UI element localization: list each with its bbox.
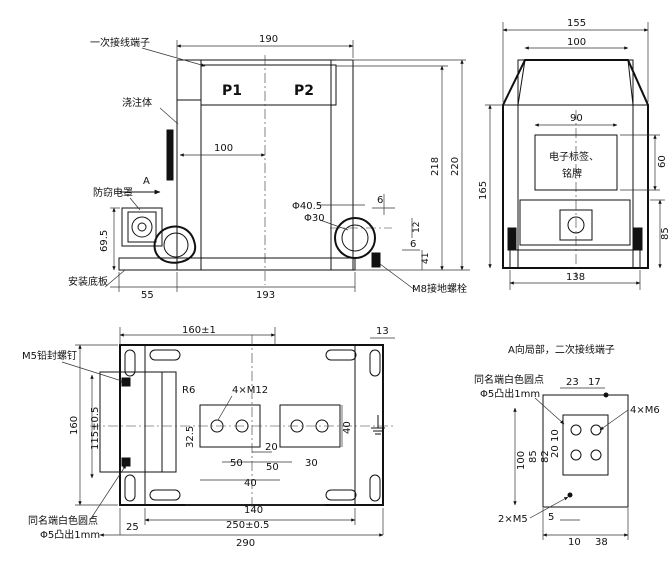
dim-side-100: 100: [567, 37, 586, 48]
side-body-outline: [502, 59, 649, 269]
dim-d10b: 10: [568, 537, 581, 548]
dim-4xm12: 4×M12: [232, 385, 268, 396]
dim-193: 193: [256, 290, 275, 301]
dim-d82: 82: [540, 450, 551, 463]
dim-25: 25: [126, 522, 139, 533]
detail-m6: 4×M6: [630, 405, 660, 416]
dim-50-circle: 50: [230, 458, 243, 469]
detail-title: A向局部，二次接线端子: [508, 343, 615, 356]
detail-m5: 2×M5: [498, 514, 528, 525]
label-view-a: A: [143, 176, 150, 187]
dim-50: 50: [266, 462, 279, 473]
dim-r6: R6: [182, 385, 195, 396]
dim-69-5: 69.5: [99, 230, 110, 252]
dim-d5: 5: [548, 512, 554, 523]
label-white-dot-spec: Φ5凸出1mm: [40, 528, 100, 541]
dim-138: 138: [566, 272, 585, 283]
dim-220: 220: [450, 157, 461, 176]
dim-190: 190: [259, 34, 278, 45]
dim-6: 6: [377, 195, 383, 206]
dim-d100: 100: [516, 451, 527, 470]
dim-140: 140: [244, 505, 263, 516]
guard-cover-shape: [121, 207, 163, 247]
dim-55: 55: [141, 290, 154, 301]
nameplate-line2: 铭牌: [562, 167, 582, 180]
front-view: P1 P2 190 100 218 220: [68, 34, 470, 301]
plan-left-box: [99, 371, 163, 473]
dim-d10: 10: [550, 429, 561, 442]
dim-155: 155: [567, 18, 586, 29]
dim-218: 218: [430, 157, 441, 176]
dim-40-vert: 40: [342, 421, 353, 434]
plan-view: 160±1 13 R6 4×M12 160 115±0.5 32.5 20 50…: [22, 325, 395, 549]
dim-290: 290: [236, 538, 255, 549]
dim-90: 90: [570, 113, 583, 124]
left-clamp: [153, 225, 197, 264]
dim-d85: 85: [528, 450, 539, 463]
label-white-dot: 同名端白色圆点: [28, 514, 98, 527]
side-view: 电子标签、 铭牌 155 100 90 60 165 85 138: [478, 18, 671, 290]
dim-85: 85: [660, 227, 671, 240]
dim-12: 12: [412, 222, 422, 233]
side-stud: [166, 129, 174, 181]
dim-20: 20: [265, 442, 278, 453]
dim-phi30: Φ30: [304, 213, 325, 224]
detail-white-dot-spec: Φ5凸出1mm: [480, 387, 540, 400]
dim-d38: 38: [595, 537, 608, 548]
mount-base-shape: [118, 257, 356, 271]
terminal-block: [562, 414, 609, 476]
label-guard-cover: 防窃电罩: [93, 186, 133, 199]
dim-17: 17: [588, 377, 601, 388]
nameplate-line1: 电子标签、: [549, 150, 599, 163]
dim-6b: 6: [410, 239, 416, 250]
label-p1: P1: [222, 83, 242, 99]
dim-32-5: 32.5: [185, 426, 196, 448]
dim-13: 13: [376, 326, 389, 337]
right-loop-inner: [341, 224, 369, 252]
label-seal-screw: M5铅封螺钉: [22, 349, 77, 362]
dim-41: 41: [421, 253, 431, 264]
dim-60: 60: [657, 155, 668, 168]
label-p2: P2: [294, 83, 314, 99]
dim-plan-160: 160: [69, 416, 80, 435]
right-loop-outer: [334, 217, 376, 259]
dim-phi40: Φ40.5: [292, 201, 322, 212]
dim-115: 115±0.5: [90, 407, 101, 450]
ground-bolt-shape: [371, 252, 381, 268]
dim-d20: 20: [550, 445, 561, 458]
dim-250: 250±0.5: [226, 520, 269, 531]
dim-165: 165: [478, 181, 489, 200]
label-mount-base: 安装底板: [68, 275, 108, 288]
label-ground-bolt: M8接地螺栓: [412, 282, 467, 295]
detail-white-dot: 同名端白色圆点: [474, 373, 544, 386]
label-cast-body: 浇注体: [122, 96, 152, 109]
dim-23: 23: [566, 377, 579, 388]
dim-100: 100: [214, 143, 233, 154]
dim-40: 40: [244, 478, 257, 489]
label-primary-terminal: 一次接线端子: [90, 36, 150, 49]
dim-160-1: 160±1: [182, 325, 216, 336]
dim-30: 30: [305, 458, 318, 469]
detail-view: A向局部，二次接线端子 同名端白色圆点 Φ5凸出1mm 4×M6 2×M5 23…: [474, 343, 660, 548]
side-terminal-box: [519, 199, 631, 246]
detail-outline: [542, 394, 629, 508]
